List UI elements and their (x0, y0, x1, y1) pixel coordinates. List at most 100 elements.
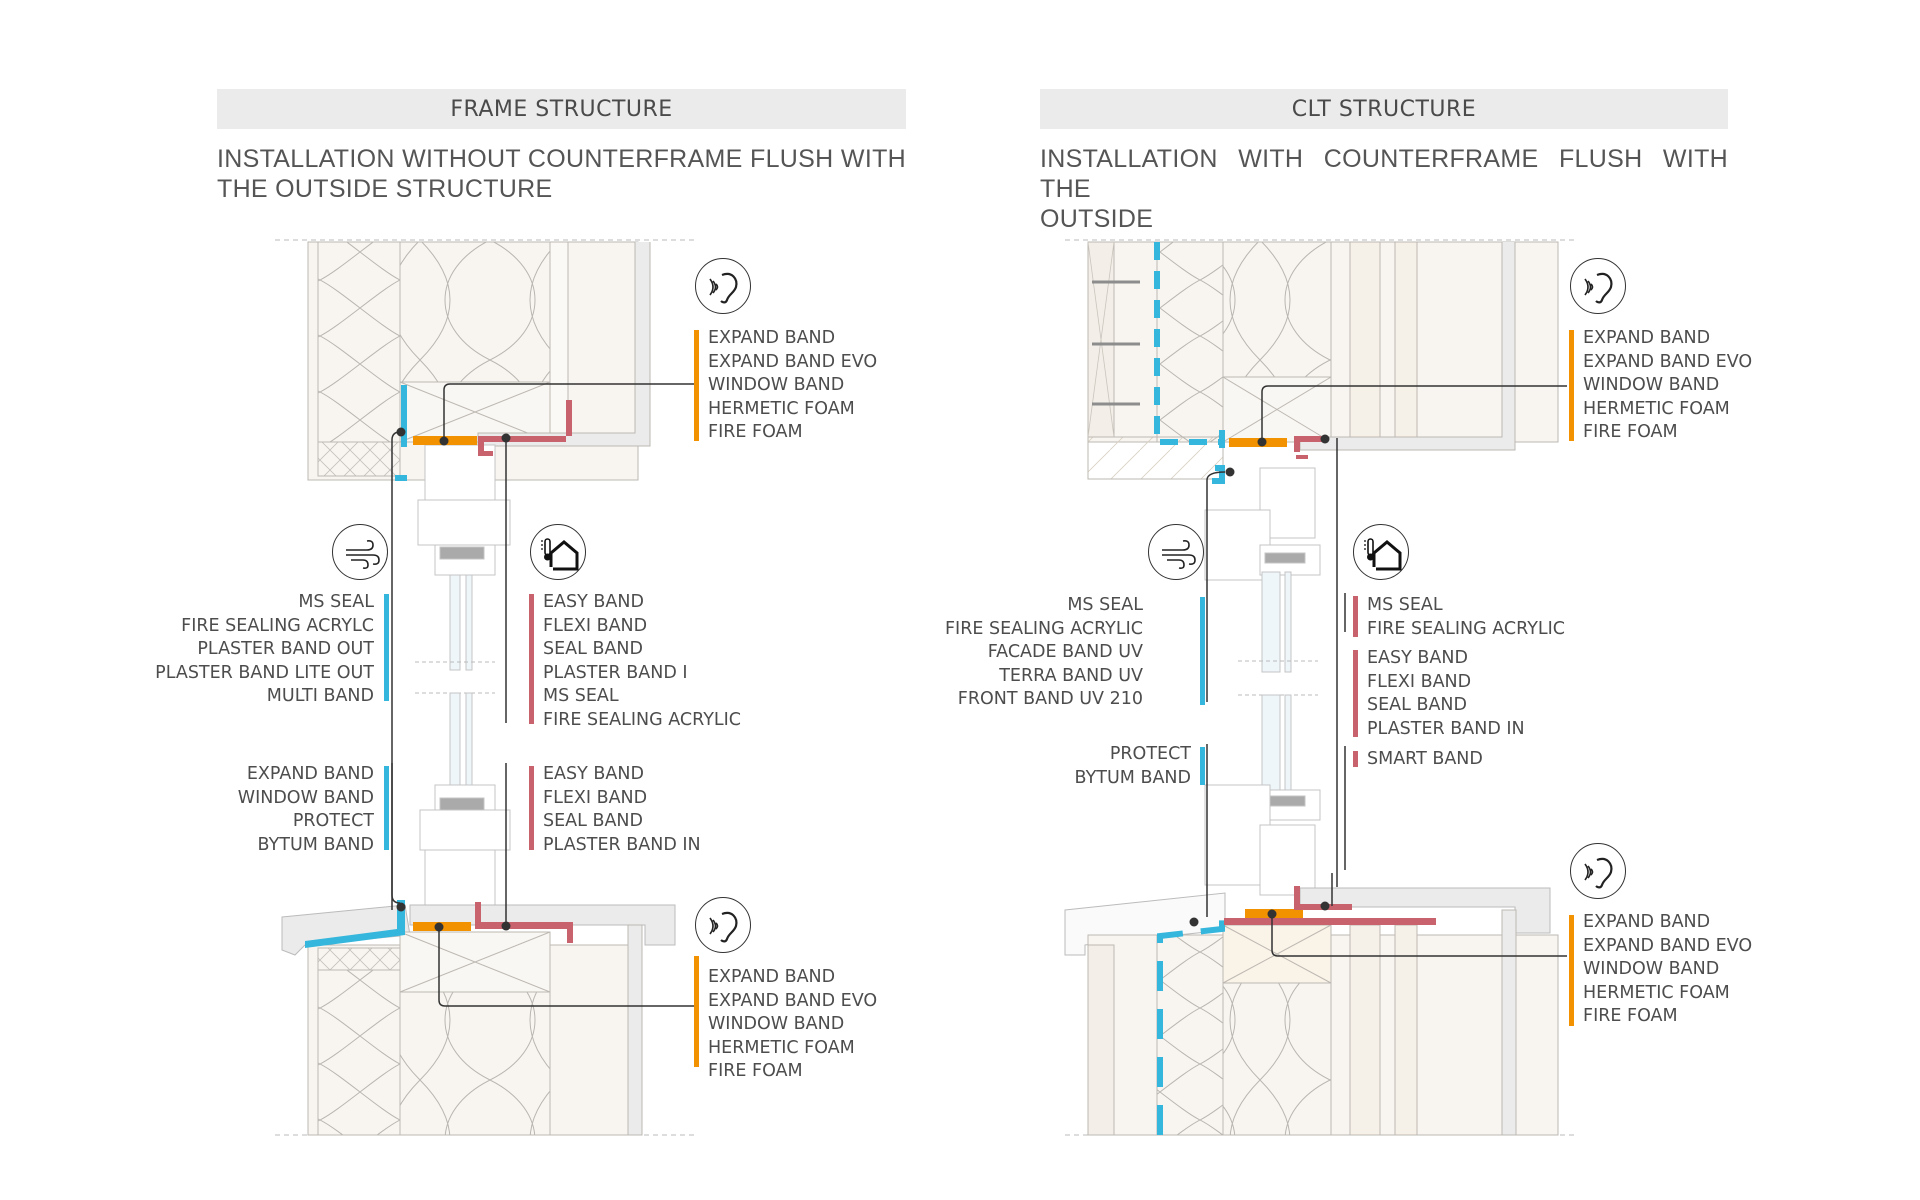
leader-line (1261, 385, 1567, 442)
seal-blue-bottom (1157, 910, 1225, 1135)
list-item: EASY BAND (543, 592, 644, 612)
cavity-insulation (399, 991, 551, 1136)
frame-thermal-list: EASY BAND FLEXI BAND SEAL BAND PLASTER B… (543, 591, 741, 733)
color-bar-blue (1200, 597, 1205, 705)
list-item: PLASTER BAND OUT (197, 639, 374, 660)
list-item: MS SEAL (298, 592, 374, 612)
leader-line (391, 431, 401, 910)
color-bar-orange (694, 956, 699, 1067)
seal-blue-top (401, 385, 407, 447)
list-item: FIRE SEALING ACRYLIC (543, 709, 742, 730)
list-item: EXPAND BAND EVO (708, 351, 878, 372)
list-item: EXPAND BAND EVO (1583, 351, 1753, 372)
list-item: WINDOW BAND (1583, 375, 1720, 396)
list-item: HERMETIC FOAM (1583, 398, 1730, 419)
subtitle-line: OUTSIDE (1040, 205, 1154, 233)
clt-structure-header: CLT STRUCTURE (1040, 89, 1728, 129)
frame-structure-title: FRAME STRUCTURE (450, 96, 673, 122)
color-bar-red (529, 766, 534, 850)
frame-top-acoustic-list: EXPAND BAND EXPAND BAND EVO WINDOW BAND … (708, 327, 877, 445)
wind-icon (332, 524, 388, 580)
frame-air-list: MS SEAL FIRE SEALING ACRYLC PLASTER BAND… (155, 591, 374, 709)
cavity-insulation (1222, 982, 1332, 1136)
subtitle-line: INSTALLATION WITH COUNTERFRAME FLUSH WIT… (1040, 145, 1728, 203)
list-item: PROTECT (292, 811, 374, 832)
list-item: FIRE SEALING ACRYLC (181, 615, 374, 636)
list-item: EXPAND BAND (708, 967, 836, 987)
clt-structure-subtitle: INSTALLATION WITH COUNTERFRAME FLUSH WIT… (1040, 144, 1728, 234)
subtitle-line: INSTALLATION WITHOUT COUNTERFRAME FLUSH … (217, 145, 906, 173)
list-item: EXPAND BAND (246, 764, 374, 784)
clt-thermal-b-list: EASY BAND FLEXI BAND SEAL BAND PLASTER B… (1367, 647, 1525, 741)
seal-red-bottom (1294, 886, 1352, 910)
color-bar-blue (384, 594, 389, 701)
list-item: SEAL BAND (543, 811, 643, 832)
frame-structure-drawing (275, 239, 695, 1136)
list-item: FIRE FOAM (1583, 1006, 1678, 1027)
leader-line (1271, 914, 1567, 957)
list-item: MS SEAL (1067, 595, 1143, 615)
clt-thermal-c-list: SMART BAND (1367, 748, 1483, 772)
house-thermometer-icon (530, 524, 586, 580)
seal-red-bottom (475, 902, 573, 943)
leader-line (1206, 471, 1226, 702)
frame-structure-subtitle: INSTALLATION WITHOUT COUNTERFRAME FLUSH … (217, 144, 906, 204)
list-item: SMART BAND (1367, 749, 1483, 769)
list-item: EXPAND BAND (1583, 912, 1711, 932)
list-item: WINDOW BAND (708, 1014, 845, 1035)
list-item: HERMETIC FOAM (708, 1037, 855, 1058)
clt-air-list: MS SEAL FIRE SEALING ACRYLIC FACADE BAND… (945, 594, 1143, 712)
seal-blue-bottom (305, 900, 405, 948)
ear-sound-icon (1570, 258, 1626, 314)
clt-structure-title: CLT STRUCTURE (1291, 96, 1477, 122)
list-item: WINDOW BAND (1583, 959, 1720, 980)
house-thermometer-icon (1353, 524, 1409, 580)
list-item: EXPAND BAND (1583, 328, 1711, 348)
seal-blue-top (1154, 242, 1222, 445)
cladding (1087, 944, 1115, 1136)
list-item: EASY BAND (1367, 648, 1468, 668)
frame-bottom-acoustic-list: EXPAND BAND EXPAND BAND EVO WINDOW BAND … (708, 966, 877, 1084)
color-bar-red (1353, 751, 1358, 767)
external-insulation (1156, 934, 1224, 1136)
list-item: EXPAND BAND EVO (708, 990, 878, 1011)
frame-structure-header: FRAME STRUCTURE (217, 89, 906, 129)
list-item: PROTECT (1109, 744, 1191, 764)
list-item: FLEXI BAND (543, 615, 648, 636)
clt-panel (1349, 241, 1381, 443)
cavity-insulation (399, 241, 551, 383)
list-item: HERMETIC FOAM (1583, 982, 1730, 1003)
clt-bottom-left-list: PROTECT BYTUM BAND (1075, 743, 1191, 790)
list-item: FIRE FOAM (1583, 422, 1678, 443)
subtitle-line: THE OUTSIDE STRUCTURE (217, 175, 553, 203)
clt-top-acoustic-list: EXPAND BAND EXPAND BAND EVO WINDOW BAND … (1583, 327, 1752, 445)
list-item: WINDOW BAND (237, 787, 374, 808)
external-insulation (1156, 241, 1224, 443)
cavity-insulation (1222, 241, 1332, 378)
leader-line (443, 383, 694, 441)
color-bar-blue (384, 766, 389, 850)
color-bar-red (1353, 596, 1358, 637)
list-item: FIRE FOAM (708, 422, 803, 443)
list-item: MULTI BAND (266, 686, 374, 707)
list-item: FRONT BAND UV 210 (957, 689, 1143, 710)
list-item: PLASTER BAND IN (1367, 718, 1525, 739)
frame-bottom-left-list: EXPAND BAND WINDOW BAND PROTECT BYTUM BA… (238, 763, 374, 857)
clt-bottom-acoustic-list: EXPAND BAND EXPAND BAND EVO WINDOW BAND … (1583, 911, 1752, 1029)
list-item: MS SEAL (1367, 595, 1443, 615)
color-bar-red (529, 594, 534, 724)
list-item: MS SEAL (543, 686, 619, 707)
list-item: TERRA BAND UV (999, 665, 1143, 686)
leader-line (438, 927, 694, 1007)
list-item: PLASTER BAND I (543, 662, 688, 683)
list-item: EASY BAND (543, 764, 644, 784)
color-bar-orange (694, 330, 699, 441)
frame-bottom-right-list: EASY BAND FLEXI BAND SEAL BAND PLASTER B… (543, 763, 701, 857)
list-item: FLEXI BAND (543, 787, 648, 808)
list-item: FIRE FOAM (708, 1061, 803, 1082)
list-item: PLASTER BAND LITE OUT (155, 662, 374, 683)
list-item: FIRE SEALING ACRYLIC (944, 618, 1143, 639)
list-item: SEAL BAND (1367, 695, 1467, 716)
external-insulation (317, 241, 401, 443)
